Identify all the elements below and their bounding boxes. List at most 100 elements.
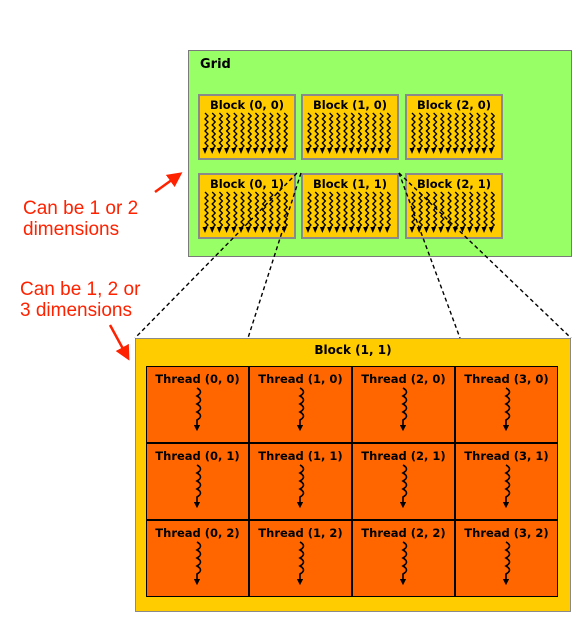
expanded-block-title: Block (1, 1) [314, 343, 392, 357]
warp-squiggle [364, 112, 370, 150]
grid-dimensions-note: Can be 1 or 2 dimensions [23, 198, 139, 240]
warp-squiggle [461, 112, 467, 150]
warp-squiggle [461, 191, 467, 229]
warp-squiggle [276, 191, 281, 229]
warp-squiggle [261, 191, 267, 229]
warp-squiggle [225, 112, 231, 150]
warp-squiggle [283, 191, 289, 229]
thread-squiggle [399, 387, 408, 432]
warp-arrowhead [252, 227, 258, 233]
warp-squiggle [204, 112, 209, 150]
grid-title: Grid [200, 57, 231, 72]
warp-arrowhead [481, 148, 487, 154]
warp-arrowhead [252, 148, 258, 154]
warp-squiggle [418, 112, 424, 150]
thread-label: Thread (2, 2) [361, 526, 446, 540]
warp-arrowhead [459, 227, 465, 233]
warp-arrowhead [423, 227, 429, 233]
block-dimensions-note: Can be 1, 2 or 3 dimensions [20, 279, 141, 321]
thread-label: Thread (1, 0) [258, 372, 343, 386]
warp-arrowhead [231, 148, 237, 154]
thread-label: Thread (0, 1) [155, 449, 240, 463]
warp-arrowhead [274, 227, 280, 233]
warp-arrowhead [238, 148, 244, 154]
warp-squiggle [268, 191, 274, 229]
warp-squiggle [483, 191, 488, 229]
thread-label: Thread (2, 1) [361, 449, 446, 463]
warp-arrowhead [327, 227, 333, 233]
warp-squiggle [364, 191, 370, 229]
thread-label: Thread (2, 0) [361, 372, 446, 386]
thread-label: Thread (1, 1) [258, 449, 343, 463]
warp-squiggle [314, 112, 320, 150]
warp-arrowhead [409, 148, 415, 154]
warp-arrowhead [260, 148, 266, 154]
warp-squiggles [305, 112, 392, 154]
warp-arrowhead [355, 227, 361, 233]
warp-squiggle [483, 112, 488, 150]
connector-line [134, 172, 298, 339]
thread-squiggle [399, 541, 408, 586]
thread-squiggle [502, 464, 511, 509]
warp-squiggle [357, 191, 363, 229]
warp-squiggle [218, 191, 224, 229]
warp-squiggle [432, 191, 438, 229]
warp-squiggles [202, 112, 289, 154]
warp-arrowhead [274, 148, 280, 154]
thread-squiggle [399, 464, 408, 509]
warp-squiggle [490, 112, 496, 150]
warp-squiggle [321, 112, 327, 150]
warp-squiggle [411, 191, 416, 229]
warp-squiggle [379, 112, 384, 150]
warp-squiggle [225, 191, 231, 229]
warp-squiggle [218, 112, 224, 150]
warp-arrowhead [452, 148, 458, 154]
warp-squiggle [343, 191, 348, 229]
warp-arrowhead [474, 148, 480, 154]
warp-squiggle [261, 112, 267, 150]
thread-label: Thread (0, 2) [155, 526, 240, 540]
warp-squiggle [425, 112, 431, 150]
warp-arrowhead [384, 148, 390, 154]
warp-arrowhead [474, 227, 480, 233]
warp-arrowhead [348, 148, 354, 154]
warp-squiggle [432, 112, 438, 150]
warp-arrowhead [467, 227, 473, 233]
warp-squiggle [447, 191, 452, 229]
warp-arrowhead [334, 148, 340, 154]
warp-arrowhead [224, 148, 230, 154]
warp-squiggle [307, 112, 312, 150]
warp-arrowhead [245, 148, 251, 154]
warp-arrowhead [224, 227, 230, 233]
warp-squiggle [454, 112, 460, 150]
warp-squiggle [232, 112, 238, 150]
thread-label: Thread (3, 1) [464, 449, 549, 463]
warp-arrowhead [348, 227, 354, 233]
warp-arrowhead [267, 227, 273, 233]
thread-squiggle [193, 387, 202, 432]
warp-arrowhead [438, 148, 444, 154]
warp-squiggle [247, 112, 253, 150]
warp-squiggle [343, 112, 348, 150]
warp-arrowhead [216, 227, 222, 233]
warp-squiggle [276, 112, 281, 150]
warp-squiggle [411, 112, 416, 150]
warp-squiggle [314, 191, 320, 229]
warp-arrowhead [416, 227, 422, 233]
warp-squiggle [490, 191, 496, 229]
warp-squiggle [240, 191, 245, 229]
warp-arrowhead [231, 227, 237, 233]
warp-arrowhead [202, 227, 208, 233]
thread-label: Thread (0, 0) [155, 372, 240, 386]
grid-block-label: Block (0, 0) [210, 98, 284, 112]
grid-block-label: Block (0, 1) [210, 177, 284, 191]
warp-arrowhead [312, 227, 318, 233]
warp-arrowhead [327, 148, 333, 154]
warp-squiggle [439, 191, 445, 229]
warp-squiggle [439, 112, 445, 150]
warp-squiggle [475, 191, 481, 229]
warp-arrowhead [423, 148, 429, 154]
warp-arrowhead [370, 148, 376, 154]
